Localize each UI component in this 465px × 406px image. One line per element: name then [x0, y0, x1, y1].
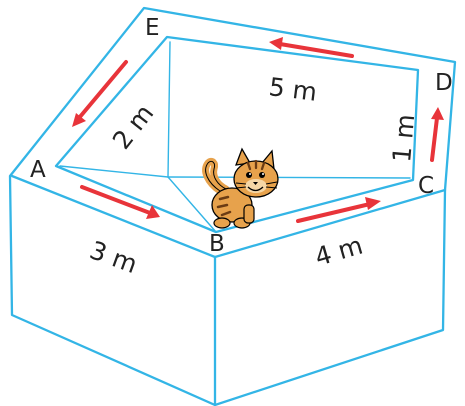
inner-pentagon-outline: [54, 35, 420, 234]
inner-pentagon: [54, 35, 420, 234]
cat-head: [233, 147, 279, 198]
vertex-label-B: B: [209, 231, 225, 257]
arrow-B-C: [296, 197, 381, 223]
length-label-EA: 2 m: [107, 99, 160, 155]
length-label-BC: 4 m: [312, 231, 366, 272]
length-label-DE: 5 m: [267, 72, 318, 107]
vertex-label-C: C: [418, 173, 434, 199]
cat-tail: [202, 157, 230, 195]
enclosure-outline: [8, 6, 457, 406]
arrow-E-A: [72, 60, 128, 127]
top-rim-outline: [8, 6, 457, 406]
cat-icon: [202, 147, 279, 229]
vertex-label-D: D: [435, 70, 453, 96]
walk-arrows: [72, 37, 444, 223]
inner-floor-line: [167, 41, 171, 178]
front-edge-C: [213, 188, 447, 259]
length-label-CD: 1 m: [387, 113, 420, 164]
arrow-D-E: [269, 37, 354, 58]
vertex-label-A: A: [30, 157, 46, 183]
front-edge-B: [10, 174, 217, 406]
inner-floor-line: [167, 176, 217, 233]
arrow-A-B: [80, 185, 160, 219]
arrow-C-D: [430, 107, 444, 162]
inner-floor-line: [59, 165, 169, 178]
vertex-labels: A B C D E: [30, 15, 453, 257]
length-label-AB: 3 m: [86, 235, 141, 279]
vertex-label-E: E: [145, 15, 160, 41]
